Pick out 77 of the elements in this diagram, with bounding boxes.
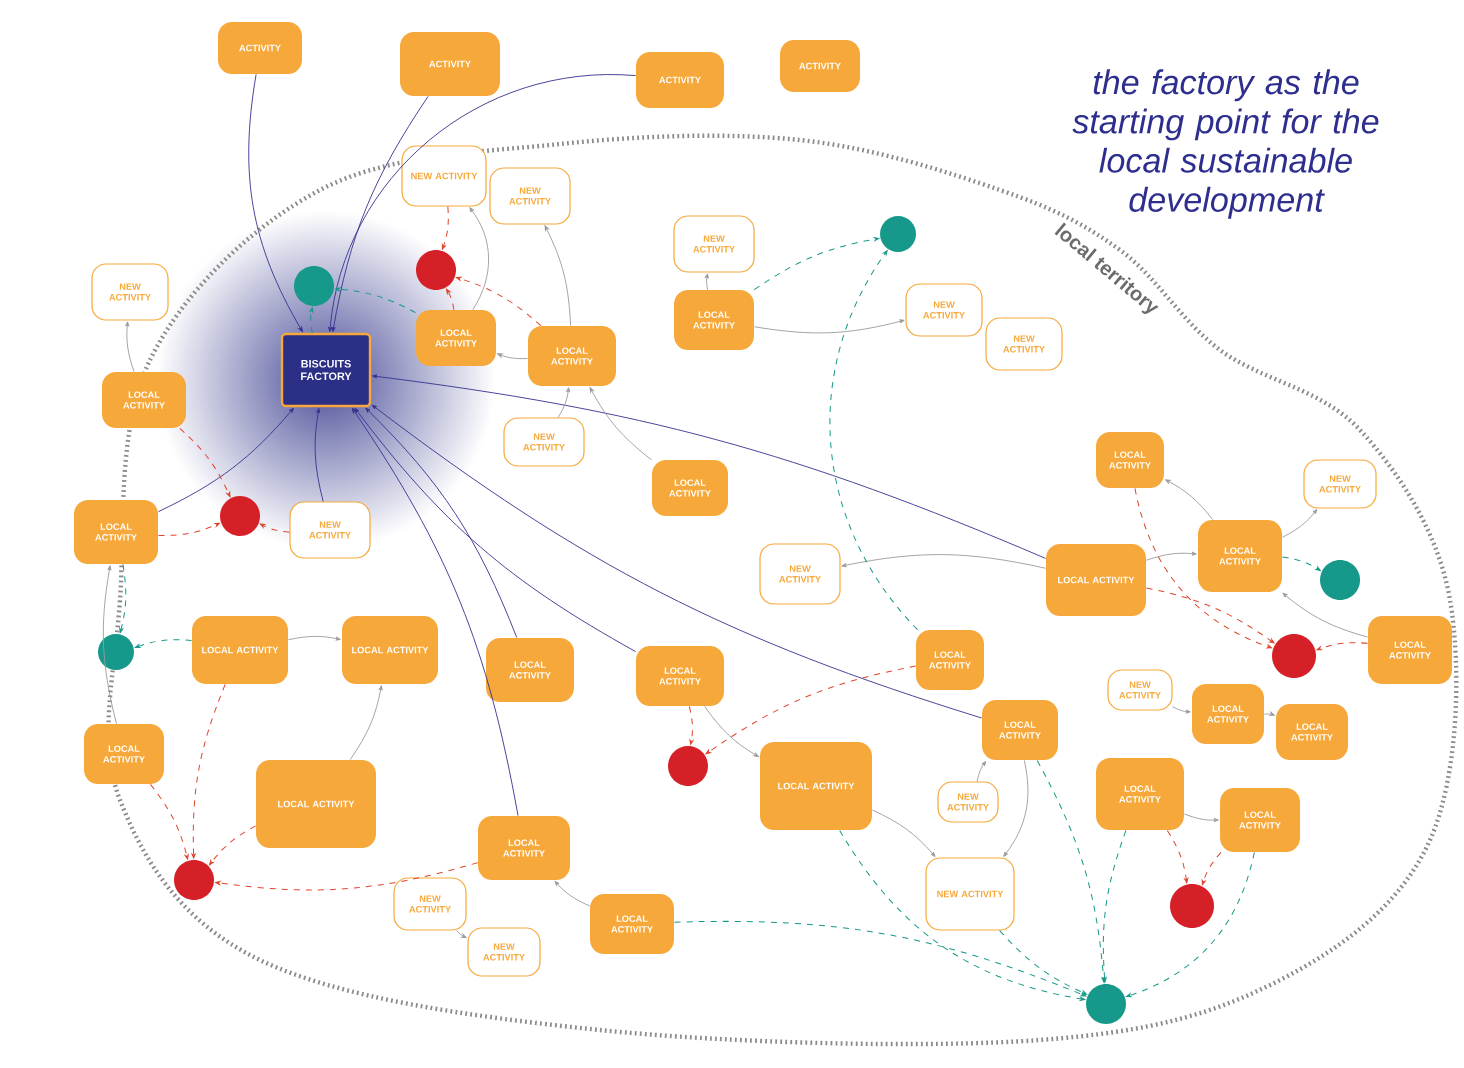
arrow: [497, 353, 529, 360]
arrow: [287, 635, 341, 641]
arrow: [1201, 851, 1222, 886]
arrow: [1003, 759, 1029, 857]
arrow: [705, 665, 917, 755]
arrow: [469, 207, 490, 311]
arrow: [179, 427, 231, 498]
arrow: [829, 250, 918, 631]
badge-circle: [294, 266, 334, 306]
arrow: [1166, 829, 1189, 884]
arrow: [1134, 487, 1273, 649]
badge-circle: [668, 746, 708, 786]
badge-circle: [880, 216, 916, 252]
arrow: [704, 705, 759, 758]
arrow: [673, 920, 1087, 997]
arrow: [1281, 509, 1318, 538]
badge-circle: [220, 496, 260, 536]
arrow: [149, 783, 189, 860]
arrow: [365, 407, 518, 639]
badge-circle: [98, 634, 134, 670]
arrow: [351, 407, 519, 817]
arrow: [1281, 556, 1321, 571]
arrow: [119, 563, 127, 634]
arrow: [753, 319, 905, 334]
arrow: [209, 825, 257, 866]
arrow: [215, 862, 479, 891]
arrow: [371, 404, 983, 719]
arrow: [753, 237, 880, 291]
arrow: [999, 930, 1088, 995]
arrow: [248, 73, 303, 333]
arrow: [589, 387, 653, 461]
badge-circle: [1170, 884, 1214, 928]
arrow: [102, 565, 117, 725]
arrow: [259, 523, 290, 533]
arrow: [125, 321, 135, 373]
arrow: [441, 206, 449, 250]
arrow: [1036, 759, 1106, 983]
arrow: [557, 387, 571, 418]
arrow: [1316, 642, 1369, 651]
arrow: [335, 287, 417, 314]
arrow: [134, 639, 193, 649]
arrow: [456, 930, 467, 938]
badge-circle: [416, 250, 456, 290]
arrow: [157, 522, 220, 536]
arrow: [1145, 587, 1275, 644]
arrow: [1183, 813, 1219, 823]
arrow: [157, 407, 294, 513]
badge-circle: [1086, 984, 1126, 1024]
arrow: [544, 225, 572, 327]
arrow: [841, 554, 1047, 569]
badge-circle: [174, 860, 214, 900]
badge-circle: [1272, 634, 1316, 678]
arrow: [839, 829, 1086, 1001]
arrow: [1102, 829, 1127, 983]
arrow: [349, 685, 383, 761]
arrow: [1145, 551, 1197, 561]
title: the factory as the starting point for the local sustainable development: [1072, 69, 1379, 219]
arrow: [456, 276, 542, 327]
arrow: [1263, 711, 1275, 716]
arrow: [446, 288, 455, 311]
arrow: [554, 880, 591, 907]
arrow: [191, 683, 226, 859]
arrow: [328, 74, 637, 332]
arrow: [314, 408, 324, 502]
badge-circle: [1320, 560, 1360, 600]
arrow: [372, 374, 1047, 559]
arrow: [1282, 592, 1369, 638]
arrow: [704, 273, 709, 291]
arrow: [309, 307, 314, 334]
arrow: [1172, 706, 1191, 714]
arrow: [354, 407, 637, 653]
arrow: [331, 95, 429, 332]
arrow: [1126, 851, 1255, 998]
arrow: [871, 809, 936, 857]
arrow: [688, 705, 694, 745]
arrow: [1165, 479, 1214, 521]
arrow: [976, 761, 987, 782]
